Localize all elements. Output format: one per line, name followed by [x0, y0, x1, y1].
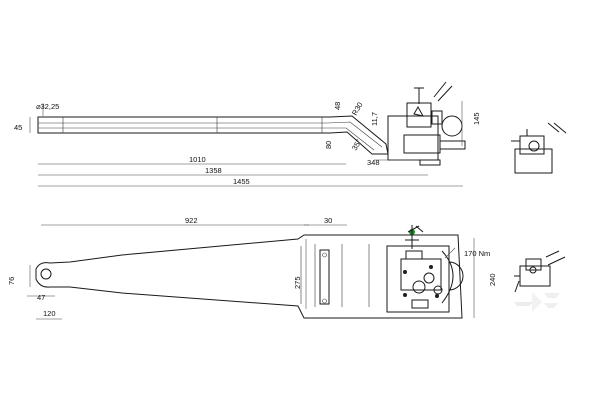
top-lever: [433, 81, 453, 102]
bottom-right-detail: [514, 250, 566, 293]
bottom-lower-bracket: [411, 299, 429, 309]
top-radius-label: R30: [350, 101, 365, 117]
top-offset-48: 48: [333, 102, 342, 110]
bottom-valve-block: [386, 245, 450, 313]
watermark-logo: [514, 292, 560, 312]
bottom-length-922: 922: [185, 216, 198, 225]
bottom-right-height: 240: [488, 273, 497, 286]
top-arm-inner-line-2: [38, 127, 375, 151]
top-height-label: 45: [14, 123, 22, 132]
top-arm-inner-line: [38, 121, 383, 148]
top-side-length: 348: [367, 158, 380, 167]
bottom-fastener: [435, 294, 439, 298]
bottom-view: [35, 225, 464, 319]
detail-housing: [519, 135, 545, 155]
detail-base: [514, 148, 553, 174]
bottom-plate-lines: [300, 244, 370, 307]
bottom-torque-label: 170 Nm: [464, 249, 490, 258]
top-valve-stem: [414, 87, 424, 104]
torque-leader: [444, 247, 456, 259]
detail-bottom-body: [519, 265, 551, 287]
bottom-valve-body: [400, 258, 442, 291]
top-diameter-label: ⌀32,25: [36, 102, 59, 111]
bottom-top-bracket: [405, 250, 423, 260]
bottom-center-height: 275: [293, 276, 302, 289]
bottom-length-30: 30: [324, 216, 332, 225]
bottom-main-knob: [412, 280, 426, 294]
detail-bottom-arm: [514, 280, 520, 293]
top-mount-plate: [403, 134, 441, 154]
bottom-small-knob: [433, 285, 443, 295]
top-length-1358: 1358: [205, 166, 222, 175]
bottom-control-stem: [405, 225, 424, 249]
bottom-width-120: 120: [43, 309, 56, 318]
top-valve-side-block: [431, 110, 443, 125]
top-arm-outline: [37, 115, 389, 155]
top-base-foot: [419, 159, 441, 166]
top-offset-80: 80: [324, 141, 333, 149]
bottom-right-arc: [448, 261, 464, 291]
top-right-extension: [439, 140, 466, 150]
top-right-detail: [511, 122, 567, 174]
top-offset-11-7: 11,7: [370, 112, 379, 126]
bottom-arm-outline: [35, 234, 463, 319]
bottom-fastener: [429, 265, 433, 269]
detail-bottom-lever: [545, 250, 566, 266]
bottom-pivot-hole: [40, 268, 52, 280]
top-length-1455: 1455: [233, 177, 250, 186]
bottom-curved-guide: [441, 250, 454, 304]
top-length-1010: 1010: [189, 155, 206, 164]
top-triangle-marker: [413, 105, 424, 117]
bottom-fastener: [403, 293, 407, 297]
detail-lever: [547, 122, 567, 134]
top-view-dimensions: 45 ⌀32,25 1010 1358 1455 348 145 48 R30 …: [14, 101, 481, 187]
bottom-view-dimensions: 922 30 76 47 120 275 240 170 Nm: [7, 216, 497, 320]
detail-bottom-top-box: [525, 258, 542, 271]
bottom-slot-hole-top: [322, 252, 327, 258]
detail-circle: [528, 140, 540, 152]
bottom-width-47: 47: [37, 293, 45, 302]
detail-bottom-circle: [529, 266, 537, 274]
top-right-height: 145: [472, 112, 481, 125]
bottom-left-height: 76: [7, 277, 16, 285]
bottom-slot: [319, 249, 330, 305]
top-view: [37, 81, 466, 166]
top-round-cap: [441, 115, 463, 137]
bottom-fastener: [403, 270, 407, 274]
bottom-slot-hole-bottom: [322, 298, 327, 304]
bottom-secondary-knob: [423, 272, 435, 284]
